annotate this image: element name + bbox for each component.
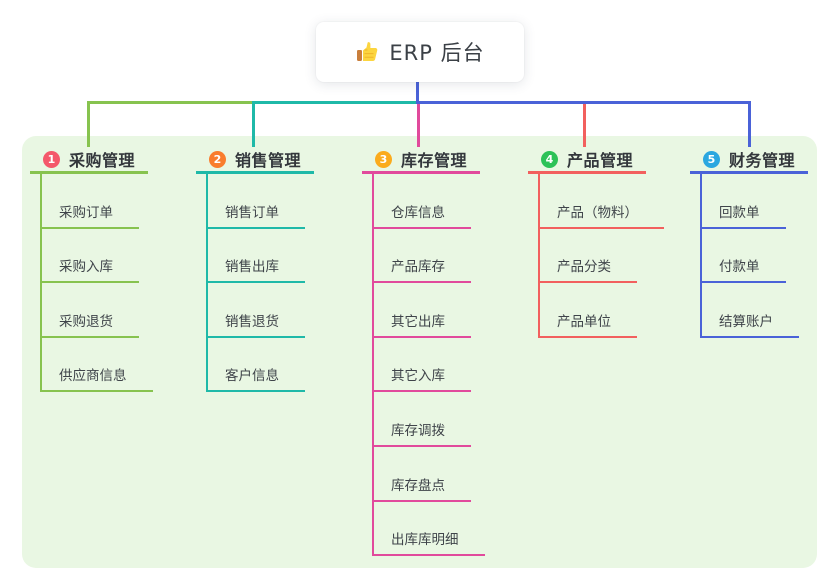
- connector-line: [86, 101, 255, 104]
- branch-header[interactable]: 4 产品管理: [528, 147, 646, 174]
- child-label: 仓库信息: [374, 201, 471, 229]
- child-node[interactable]: 结算账户: [702, 283, 799, 338]
- connector-line: [416, 101, 751, 104]
- branch-header[interactable]: 5 财务管理: [690, 147, 808, 174]
- child-label: 客户信息: [208, 364, 305, 393]
- child-node[interactable]: 采购退货: [42, 283, 153, 338]
- child-node[interactable]: 采购订单: [42, 174, 153, 229]
- thumbs-up-icon: [355, 40, 379, 64]
- child-node[interactable]: 其它出库: [374, 283, 485, 338]
- child-label: 产品分类: [540, 255, 637, 284]
- branch-header[interactable]: 2 销售管理: [196, 147, 314, 174]
- child-label: 销售订单: [208, 201, 305, 229]
- branch-children: 产品（物料） 产品分类 产品单位: [538, 174, 664, 338]
- branch-label: 财务管理: [729, 151, 796, 170]
- branch-number-badge: 5: [703, 150, 720, 168]
- branch-header[interactable]: 1 采购管理: [30, 147, 148, 174]
- branch-children: 销售订单 销售出库 销售退货 客户信息: [206, 174, 305, 393]
- branches-panel: [22, 136, 817, 568]
- child-node[interactable]: 回款单: [702, 174, 799, 229]
- child-label: 采购退货: [42, 310, 139, 338]
- branch-node[interactable]: 2 销售管理 销售订单 销售出库 销售退货 客户信息: [196, 147, 314, 393]
- child-label: 付款单: [702, 255, 786, 284]
- connector-line: [582, 101, 586, 147]
- child-node[interactable]: 产品单位: [540, 283, 664, 338]
- child-node[interactable]: 销售退货: [208, 283, 305, 338]
- child-node[interactable]: 产品库存: [374, 229, 485, 284]
- child-node[interactable]: 产品（物料）: [540, 174, 664, 229]
- branch-number-badge: 2: [209, 150, 226, 168]
- child-node[interactable]: 库存盘点: [374, 447, 485, 502]
- root-node[interactable]: ERP 后台: [316, 22, 524, 82]
- connector-line: [251, 101, 420, 104]
- connector-line: [251, 101, 255, 147]
- child-label: 供应商信息: [42, 364, 153, 393]
- branch-node[interactable]: 1 采购管理 采购订单 采购入库 采购退货 供应商信息: [30, 147, 153, 393]
- child-label: 其它出库: [374, 310, 471, 338]
- child-node[interactable]: 付款单: [702, 229, 799, 284]
- branch-number-badge: 1: [43, 150, 60, 168]
- child-node[interactable]: 供应商信息: [42, 338, 153, 393]
- branch-node[interactable]: 3 库存管理 仓库信息 产品库存 其它出库 其它入库 库存调拨 库存盘点 出库库…: [362, 147, 485, 557]
- child-label: 采购订单: [42, 201, 139, 229]
- connector-line: [86, 101, 90, 147]
- child-node[interactable]: 库存调拨: [374, 392, 485, 447]
- child-node[interactable]: 其它入库: [374, 338, 485, 393]
- connector-line: [416, 101, 420, 147]
- child-label: 销售退货: [208, 310, 305, 338]
- child-label: 产品单位: [540, 310, 637, 338]
- child-label: 回款单: [702, 201, 786, 229]
- root-title: ERP 后台: [389, 41, 485, 65]
- branch-number-badge: 4: [541, 150, 558, 168]
- branch-header[interactable]: 3 库存管理: [362, 147, 480, 174]
- branch-label: 库存管理: [401, 151, 468, 170]
- child-label: 产品库存: [374, 255, 471, 284]
- child-label: 结算账户: [702, 310, 799, 338]
- child-label: 产品（物料）: [540, 201, 664, 229]
- branch-children: 采购订单 采购入库 采购退货 供应商信息: [40, 174, 153, 393]
- child-label: 库存调拨: [374, 419, 471, 447]
- branch-number-badge: 3: [375, 150, 392, 168]
- child-node[interactable]: 出库库明细: [374, 502, 485, 557]
- branch-children: 回款单 付款单 结算账户: [700, 174, 799, 338]
- child-node[interactable]: 仓库信息: [374, 174, 485, 229]
- child-node[interactable]: 产品分类: [540, 229, 664, 284]
- branch-label: 采购管理: [69, 151, 136, 170]
- branch-node[interactable]: 5 财务管理 回款单 付款单 结算账户: [690, 147, 808, 338]
- branch-node[interactable]: 4 产品管理 产品（物料） 产品分类 产品单位: [528, 147, 664, 338]
- child-label: 其它入库: [374, 364, 471, 393]
- child-label: 库存盘点: [374, 474, 471, 502]
- connector-line: [747, 101, 751, 147]
- child-node[interactable]: 采购入库: [42, 229, 153, 284]
- branch-label: 销售管理: [235, 151, 302, 170]
- branch-children: 仓库信息 产品库存 其它出库 其它入库 库存调拨 库存盘点 出库库明细: [372, 174, 485, 557]
- root-connector-line: [416, 82, 419, 104]
- child-node[interactable]: 销售订单: [208, 174, 305, 229]
- child-node[interactable]: 销售出库: [208, 229, 305, 284]
- child-label: 出库库明细: [374, 528, 485, 557]
- child-label: 采购入库: [42, 255, 139, 284]
- child-label: 销售出库: [208, 255, 305, 284]
- branch-label: 产品管理: [567, 151, 634, 170]
- child-node[interactable]: 客户信息: [208, 338, 305, 393]
